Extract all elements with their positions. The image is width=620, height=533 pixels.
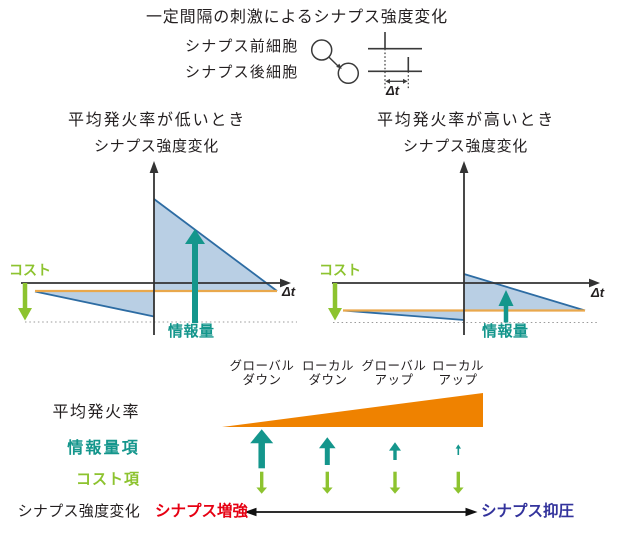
column-header-local-up: ローカル アップ (413, 359, 503, 388)
cost-arrow-4-head-icon (453, 487, 464, 494)
column-header-line1: ローカル (431, 359, 484, 373)
column-header-line2: アップ (438, 372, 478, 387)
depression-label: シナプス抑圧 (481, 503, 575, 520)
info-arrow-1-head-icon (250, 429, 274, 444)
y-axis-arrowhead-icon (459, 161, 469, 173)
stdp-curve-negative (34, 290, 155, 318)
info-up-arrowhead-icon (185, 229, 205, 244)
change-axis-right-arrowhead-icon (465, 507, 478, 517)
header-delta-t-label: Δt (386, 83, 400, 98)
row-label-firing-rate: 平均発火率 (52, 404, 140, 421)
synapse-arrowhead-icon (336, 63, 342, 69)
info-up-arrowhead-icon (498, 290, 514, 306)
cost-down-arrowhead-icon (18, 308, 32, 321)
column-header-line2: アップ (374, 372, 414, 387)
left-chart-plot (18, 161, 297, 335)
column-header-line1: グローバル (229, 359, 295, 373)
right-chart-plot (328, 161, 600, 335)
left-chart-y-axis-label: シナプス強度変化 (94, 138, 219, 155)
postsynaptic-cell-circle (337, 62, 360, 85)
right-chart-y-axis-label: シナプス強度変化 (403, 138, 528, 155)
column-header-line2: ダウン (242, 372, 282, 387)
right-chart-title: 平均発火率が高いとき (377, 112, 556, 129)
firing-rate-wedge (222, 393, 483, 427)
column-header-line1: グローバル (361, 359, 427, 373)
left-chart-info-label: 情報量 (168, 323, 215, 340)
right-chart-x-axis-label: Δt (591, 285, 605, 300)
right-chart-cost-label: コスト (319, 262, 361, 278)
left-chart-title: 平均発火率が低いとき (68, 112, 247, 129)
info-arrow-4-head-icon (455, 444, 461, 449)
stdp-curve-negative (342, 309, 465, 321)
column-header-global-up: グローバル アップ (349, 359, 439, 388)
right-chart-info-label: 情報量 (482, 323, 529, 340)
presynaptic-cell-label: シナプス前細胞 (185, 38, 299, 55)
row-label-information-term: 情報量項 (67, 440, 140, 457)
row-label-synaptic-change: シナプス強度変化 (17, 503, 140, 520)
y-axis-arrowhead-icon (149, 161, 159, 173)
potentiation-label: シナプス増強 (155, 503, 249, 520)
change-axis-left-arrowhead-icon (244, 507, 257, 517)
left-chart-x-axis-label: Δt (282, 284, 296, 299)
postsynaptic-cell-label: シナプス後細胞 (185, 64, 299, 81)
interval-left-arrowhead-icon (385, 78, 390, 84)
cost-arrow-1-head-icon (256, 487, 267, 494)
interval-right-arrowhead-icon (403, 78, 408, 84)
info-arrow-2-head-icon (319, 437, 336, 449)
column-header-local-down: ローカル ダウン (283, 359, 373, 388)
cost-down-arrowhead-icon (328, 308, 342, 321)
info-arrow-3-head-icon (389, 442, 401, 451)
bottom-summary-diagram (222, 393, 483, 517)
column-header-line2: ダウン (308, 372, 348, 387)
presynaptic-cell-circle (310, 39, 333, 61)
cost-arrow-2-head-icon (322, 487, 333, 494)
figure-title: 一定間隔の刺激によるシナプス強度変化 (146, 9, 448, 26)
column-header-global-down: グローバル ダウン (217, 359, 307, 388)
x-axis-arrowhead-icon (589, 278, 600, 288)
stdp-curve-positive (153, 198, 278, 292)
stdp-curve-positive (463, 273, 586, 312)
x-axis-arrowhead-icon (280, 278, 291, 288)
left-chart-cost-label: コスト (9, 262, 51, 278)
spike-timing-diagram (310, 32, 422, 90)
column-header-line1: ローカル (301, 359, 354, 373)
cost-arrow-3-head-icon (389, 487, 401, 494)
synapse-connection-arrow (328, 56, 339, 68)
row-label-cost-term: コスト項 (75, 471, 140, 488)
